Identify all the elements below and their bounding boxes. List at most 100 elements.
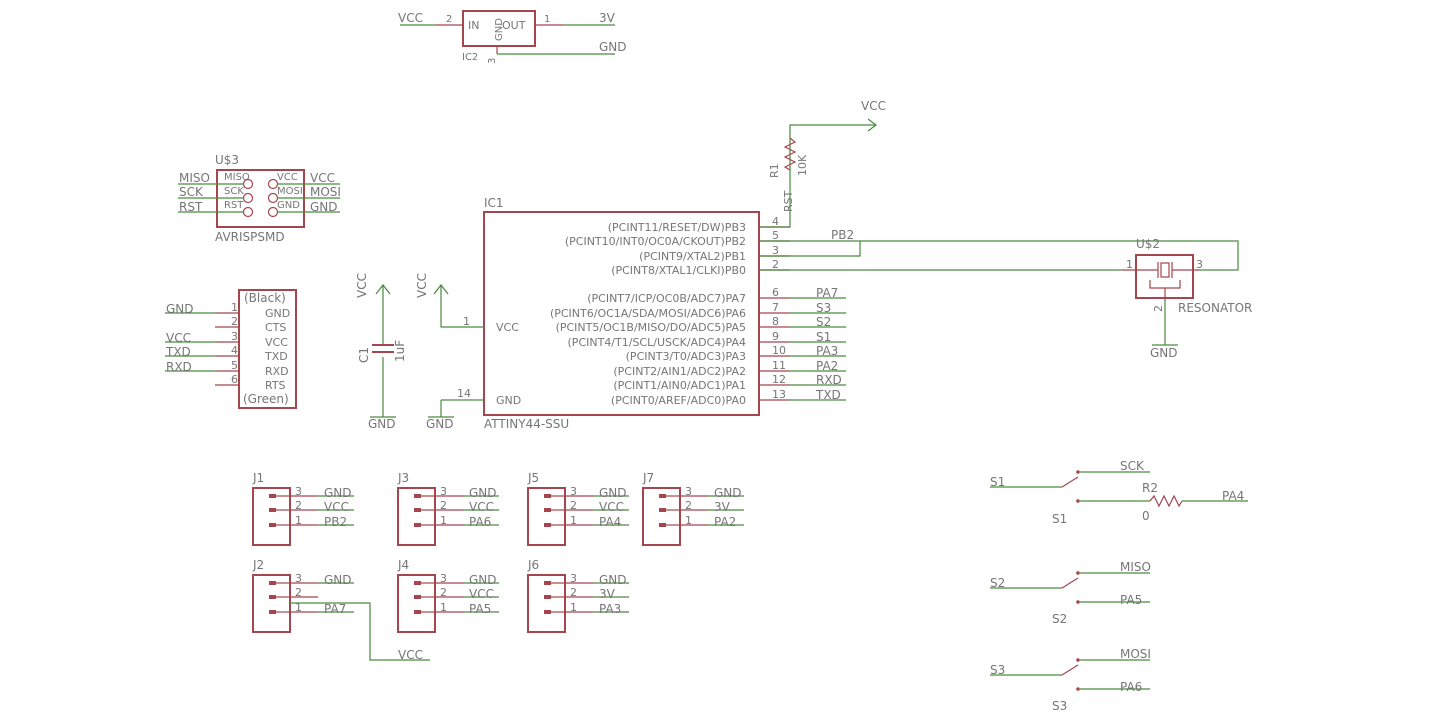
- resonator-name: U$2: [1136, 237, 1160, 251]
- ic1-pin-label-13: (PCINT0/AREF/ADC0)PA0: [611, 394, 746, 407]
- switch-r2-value: 0: [1142, 509, 1150, 523]
- header-j7-net-3v: 3V: [714, 500, 731, 514]
- ftdi-pin-3-num: 3: [231, 330, 238, 343]
- resonator[interactable]: U$2 RESONATOR 1 3 2 GND: [1122, 237, 1252, 360]
- ftdi-pin-4-signal: TXD: [264, 350, 288, 363]
- ic1-pin-label-6: (PCINT7/ICP/OC0B/ADC7)PA7: [587, 292, 746, 305]
- header-j2-pin-1: 1: [295, 601, 302, 614]
- ic1-attiny44[interactable]: IC1 ATTINY44-SSU VCC 1 VCC 14 GND GND (P…: [415, 196, 1239, 431]
- ic1-pin-label-3: (PCINT9/XTAL2)PB1: [639, 250, 746, 263]
- header-j5-net-vcc: VCC: [599, 500, 624, 514]
- ftdi-pin-3-signal: VCC: [265, 336, 288, 349]
- ic1-pin-label-9: (PCINT4/T1/SCL/USCK/ADC4)PA4: [568, 336, 746, 349]
- ic2-regulator[interactable]: IN OUT GND IC2 2 1 3 VCC 3V GND: [398, 10, 627, 64]
- header-j2-pin-3: 3: [295, 572, 302, 585]
- ic1-pin-label-5: (PCINT10/INT0/OC0A/CKOUT)PB2: [565, 235, 746, 248]
- header-j3-net-pa6: PA6: [469, 515, 491, 529]
- resonator-pin3: 3: [1196, 258, 1203, 271]
- header-j7-pin-2: 2: [685, 499, 692, 512]
- header-j1-name: J1: [252, 471, 264, 485]
- ic2-net-gnd: GND: [599, 40, 627, 54]
- isp-inner-left-2: SCK: [224, 186, 244, 197]
- j2-extra-net: VCC: [398, 648, 423, 662]
- header-j6-pin-1: 1: [570, 601, 577, 614]
- ftdi-pin-1-num: 1: [231, 301, 238, 314]
- header-j6-net-3v: 3V: [599, 587, 616, 601]
- header-j4-pin-2: 2: [440, 586, 447, 599]
- header-j6-pin-3: 3: [570, 572, 577, 585]
- ftdi-pin-6-signal: RTS: [265, 379, 286, 392]
- ic1-name: IC1: [484, 196, 504, 210]
- isp-net-gnd: GND: [310, 200, 338, 214]
- ic2-out-label: OUT: [502, 19, 526, 32]
- ic2-net-in: VCC: [398, 11, 423, 25]
- header-j1-pin-2: 2: [295, 499, 302, 512]
- ic1-vcc-net: VCC: [415, 273, 429, 298]
- ic1-gnd-net: GND: [426, 417, 454, 431]
- ic1-pin-label-4: (PCINT11/RESET/DW)PB3: [608, 221, 746, 234]
- r1-net-bottom: RST: [782, 190, 795, 212]
- isp-net-vcc: VCC: [310, 171, 335, 185]
- header-j1-pin-3: 3: [295, 485, 302, 498]
- ic1-net-pa7: PA7: [816, 286, 838, 300]
- header-j3-net-vcc: VCC: [469, 500, 494, 514]
- ic1-pin-label-11: (PCINT2/AIN1/ADC2)PA2: [613, 365, 746, 378]
- header-j4-name: J4: [397, 558, 409, 572]
- header-j2-net-pa7: PA7: [324, 602, 346, 616]
- r1-resistor[interactable]: VCC R1 10K RST: [768, 99, 886, 212]
- c1-net-top: VCC: [355, 273, 369, 298]
- switch-s1-net-top: SCK: [1120, 459, 1145, 473]
- ic1-pin-num-11: 11: [772, 359, 786, 372]
- ic1-net-rxd: RXD: [816, 373, 842, 387]
- header-j7-pin-3: 3: [685, 485, 692, 498]
- switch-r2-name: R2: [1142, 481, 1158, 495]
- ic1-net-txd: TXD: [815, 388, 841, 402]
- c1-capacitor[interactable]: VCC C1 1uF GND: [355, 273, 407, 431]
- switch-s2-net-in: S2: [990, 576, 1005, 590]
- header-j6-name: J6: [527, 558, 539, 572]
- ic1-pin-num-4: 4: [772, 215, 779, 228]
- isp-inner-right-3: GND: [277, 200, 300, 211]
- ic1-pin-label-12: (PCINT1/AIN0/ADC1)PA1: [613, 379, 746, 392]
- j2-vcc-wire: VCC: [290, 602, 430, 662]
- r1-zigzag: [783, 137, 797, 171]
- c1-net-bottom: GND: [368, 417, 396, 431]
- ic1-net-pa2: PA2: [816, 359, 838, 373]
- ic2-pin-out: 1: [544, 14, 550, 25]
- ic1-pin-num-12: 12: [772, 373, 786, 386]
- isp-net-miso: MISO: [179, 171, 210, 185]
- switch-s1-net-in: S1: [990, 475, 1005, 489]
- ftdi-pin-2-num: 2: [231, 315, 238, 328]
- ftdi-pin-4-num: 4: [231, 344, 238, 357]
- header-j7-pin-1: 1: [685, 514, 692, 527]
- header-j1-net-pb2: PB2: [324, 515, 347, 529]
- header-j7-net-pa2: PA2: [714, 515, 736, 529]
- switch-r2-net: PA4: [1222, 489, 1244, 503]
- isp-header[interactable]: U$3 AVRISPSMD MISO SCK RST VCC MOSI GND …: [178, 153, 341, 244]
- header-j5-name: J5: [527, 471, 539, 485]
- switch-s2-net-bottom: PA5: [1120, 593, 1142, 607]
- resonator-net-gnd: GND: [1150, 346, 1178, 360]
- ftdi-pin-5-num: 5: [231, 359, 238, 372]
- header-j4-net-vcc: VCC: [469, 587, 494, 601]
- header-j5-pin-3: 3: [570, 485, 577, 498]
- header-j2-pin-2: 2: [295, 586, 302, 599]
- ic1-net-s2: S2: [816, 315, 831, 329]
- ic2-pin-gnd: 3: [487, 58, 498, 64]
- isp-inner-left-1: MISO: [224, 172, 250, 183]
- ic1-net-s1: S1: [816, 330, 831, 344]
- header-j5-net-pa4: PA4: [599, 515, 621, 529]
- ftdi-net-5: RXD: [166, 360, 192, 374]
